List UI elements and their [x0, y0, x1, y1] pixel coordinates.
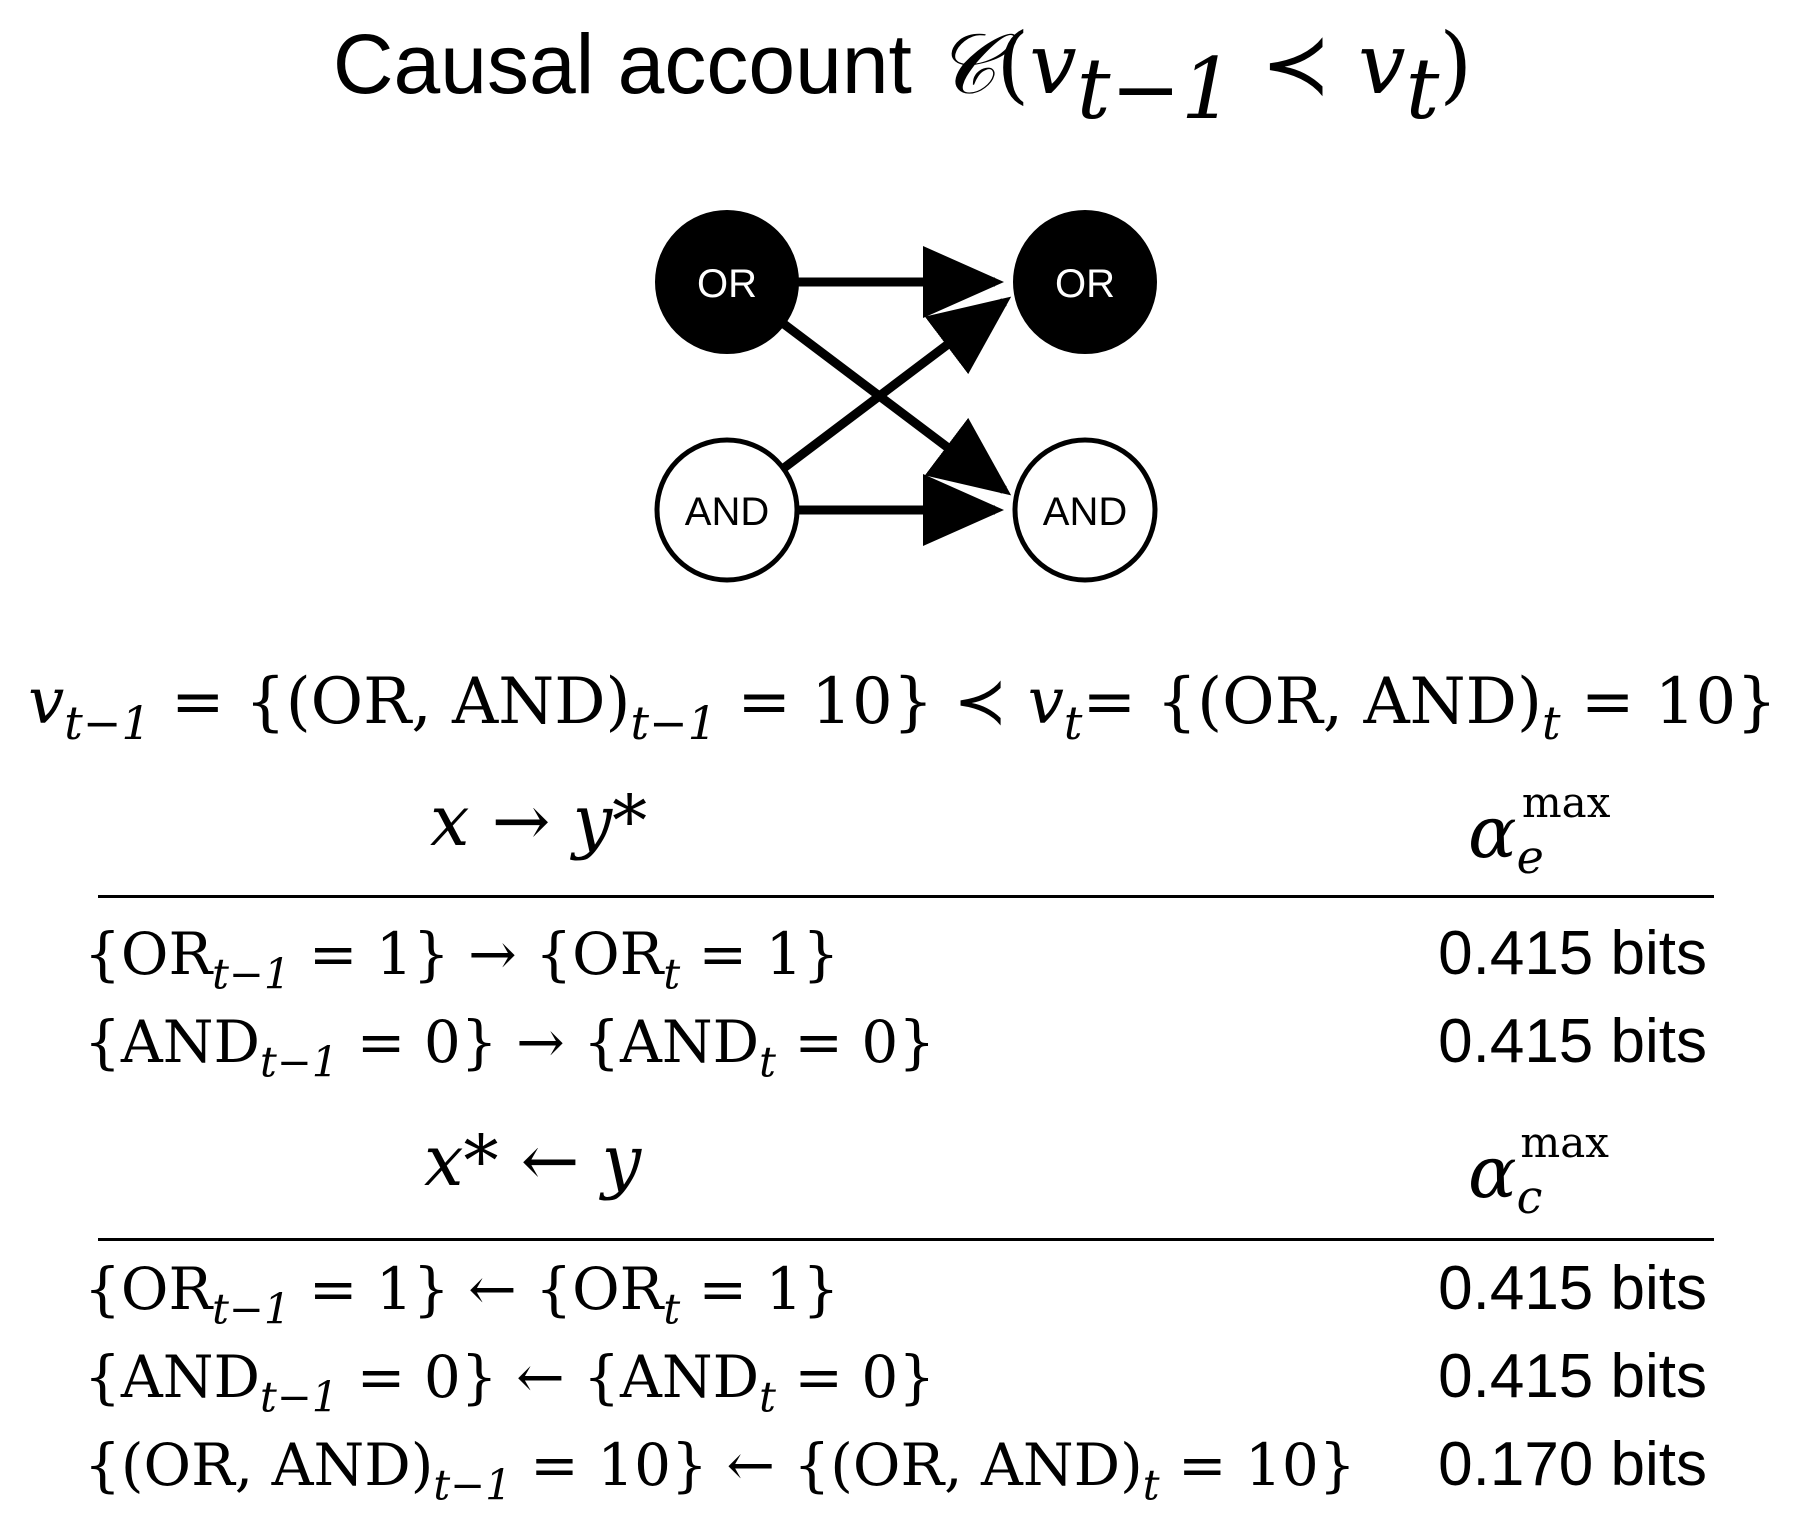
row-text: = 0} → {AND: [338, 1008, 760, 1076]
eq-val-left: = 10} ≺: [716, 665, 1028, 739]
row-text: = 10} ← {(OR, AND): [511, 1431, 1143, 1499]
node-label: OR: [697, 262, 757, 306]
row-text: = 1}: [680, 1255, 840, 1323]
cause-header-y: y: [601, 1120, 642, 1202]
node-label: OR: [1055, 262, 1115, 306]
eq-sub-right: t: [1063, 696, 1083, 751]
effect-header-y: y*: [572, 780, 648, 862]
row-sub: t: [759, 1372, 776, 1422]
row-sub: t−1: [260, 1372, 339, 1422]
alpha-e-max-header: αemax: [1468, 782, 1610, 880]
effect-divider: [98, 895, 1714, 898]
figure-title: Causal account 𝒞(vt−1 ≺ vt): [0, 22, 1805, 131]
row-text: = 10}: [1159, 1431, 1356, 1499]
alpha-symbol: α: [1468, 790, 1517, 874]
row-sub: t−1: [433, 1460, 512, 1510]
cause-row-3: {(OR, AND)t−1 = 10} ← {(OR, AND)t = 10}: [84, 1431, 1356, 1506]
row-text: {OR: [84, 920, 213, 988]
eq-v-right: v: [1027, 665, 1064, 739]
eq-right: = {(OR, AND): [1082, 665, 1542, 739]
edge-and-to-or: [749, 296, 1012, 496]
state-equation: vt−1 = {(OR, AND)t−1 = 10} ≺ vt= {(OR, A…: [0, 665, 1805, 746]
effect-header-arrow: →: [469, 780, 573, 862]
effect-value-2: 0.415 bits: [1438, 1007, 1707, 1076]
alpha-sup: max: [1521, 778, 1611, 828]
cause-value-1: 0.415 bits: [1438, 1254, 1707, 1323]
title-prefix: Causal account: [332, 17, 912, 111]
cause-header-arrow: ←: [498, 1120, 602, 1202]
row-sub: t: [663, 949, 681, 999]
cause-header-x: x*: [424, 1120, 499, 1202]
effect-header: x → y*: [430, 780, 647, 862]
node-or-t: OR: [1013, 210, 1157, 354]
row-sub: t: [1142, 1460, 1160, 1510]
row-text: = 0}: [775, 1343, 936, 1411]
row-sub: t−1: [212, 949, 291, 999]
effect-row-2: {ANDt−1 = 0} → {ANDt = 0}: [84, 1008, 936, 1083]
row-text: = 0}: [775, 1008, 936, 1076]
eq-v-left: v: [28, 665, 65, 739]
title-v2: v: [1358, 15, 1406, 113]
effect-header-x: x: [430, 780, 470, 862]
row-text: {AND: [84, 1008, 261, 1076]
cause-row-2: {ANDt−1 = 0} ← {ANDt = 0}: [84, 1343, 936, 1418]
alpha-sub: e: [1516, 830, 1544, 885]
row-text: = 0} ← {AND: [338, 1343, 760, 1411]
node-or-t-minus-1: OR: [655, 210, 799, 354]
cause-value-3: 0.170 bits: [1438, 1430, 1707, 1499]
title-close-paren: ): [1439, 15, 1473, 113]
cause-header: x* ← y: [424, 1120, 641, 1202]
node-label: AND: [685, 490, 769, 534]
row-sub: t−1: [260, 1037, 339, 1087]
alpha-sup: max: [1520, 1118, 1609, 1168]
eq-sub-left: t−1: [64, 696, 151, 751]
title-open-paren: (: [996, 15, 1030, 113]
row-sub: t: [759, 1037, 776, 1087]
row-sub: t: [663, 1284, 681, 1334]
title-sub2: t: [1405, 40, 1440, 139]
row-text: {OR: [84, 1255, 213, 1323]
alpha-symbol: α: [1468, 1130, 1517, 1214]
cause-value-2: 0.415 bits: [1438, 1342, 1707, 1411]
alpha-c-max-header: αcmax: [1468, 1122, 1609, 1220]
effect-row-1: {ORt−1 = 1} → {ORt = 1}: [84, 920, 840, 995]
row-text: = 1}: [680, 920, 840, 988]
alpha-sub: c: [1516, 1170, 1543, 1225]
title-sub1: t−1: [1076, 40, 1235, 139]
row-text: {AND: [84, 1343, 261, 1411]
node-label: AND: [1043, 490, 1127, 534]
cause-row-1: {ORt−1 = 1} ← {ORt = 1}: [84, 1255, 840, 1330]
title-v1: v: [1029, 15, 1077, 113]
row-text: = 1} → {OR: [290, 920, 664, 988]
node-and-t: AND: [1012, 437, 1158, 583]
eq-val-right: = 10}: [1560, 665, 1777, 739]
row-text: {(OR, AND): [84, 1431, 434, 1499]
cause-divider: [98, 1238, 1714, 1241]
eq-left: = {(OR, AND): [150, 665, 631, 739]
eq-sub-left2: t−1: [630, 696, 717, 751]
effect-value-1: 0.415 bits: [1438, 919, 1707, 988]
title-prec: ≺: [1234, 15, 1359, 113]
node-and-t-minus-1: AND: [654, 437, 800, 583]
network-diagram: OR AND OR AND: [654, 210, 1158, 583]
row-sub: t−1: [212, 1284, 291, 1334]
eq-sub-right2: t: [1541, 696, 1561, 751]
row-text: = 1} ← {OR: [290, 1255, 664, 1323]
title-causal-symbol: 𝒞: [935, 15, 997, 113]
